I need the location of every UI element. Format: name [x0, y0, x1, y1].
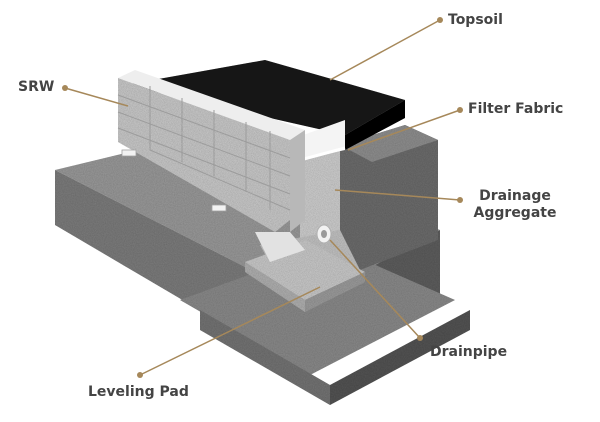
leader-dot-drainpipe [417, 335, 423, 341]
label-drainage-aggregate-line1: Drainage [479, 188, 551, 204]
label-drainpipe: Drainpipe [430, 344, 508, 360]
label-filter-fabric: Filter Fabric [468, 101, 564, 117]
label-srw: SRW [18, 79, 55, 95]
leader-drainage-aggregate [334, 189, 461, 201]
leader-dot-drainage-aggregate [457, 197, 463, 203]
srw-block-wall [117, 70, 305, 262]
leader-dot-filter-fabric [457, 107, 463, 113]
topsoil-layer [125, 60, 405, 150]
leader-filter-fabric [347, 109, 461, 151]
filter-fabric-shape [295, 120, 346, 162]
leader-dot-leveling-pad [137, 372, 143, 378]
leader-leveling-pad [139, 286, 321, 376]
label-leveling-pad: Leveling Pad [88, 384, 189, 400]
leader-dot-srw [62, 85, 68, 91]
label-drainage-aggregate: Drainage Aggregate [470, 188, 560, 222]
leader-lines [64, 19, 461, 376]
leader-srw [64, 87, 129, 107]
leader-topsoil [329, 19, 441, 81]
leader-dots [62, 17, 463, 378]
leader-drainpipe [329, 239, 421, 339]
label-topsoil: Topsoil [448, 12, 503, 28]
retained-soil [340, 125, 438, 270]
label-drainage-aggregate-line2: Aggregate [473, 205, 557, 221]
leader-dot-topsoil [437, 17, 443, 23]
drainpipe-shape [316, 224, 332, 244]
